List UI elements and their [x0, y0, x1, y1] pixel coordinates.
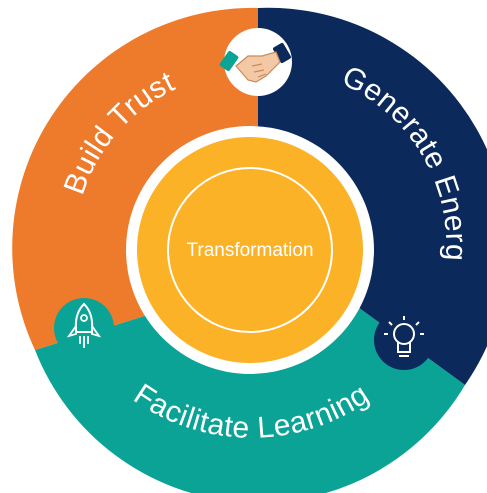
handshake-icon — [219, 28, 292, 96]
center-label: Transformation — [186, 240, 313, 261]
segment-build-trust — [12, 7, 259, 350]
rocket-icon — [54, 298, 114, 358]
segment-generate-energy — [258, 7, 487, 385]
center-disc — [137, 137, 363, 363]
lightbulb-icon — [374, 310, 434, 370]
center-inner-outline — [167, 167, 333, 333]
segment-facilitate-learning — [35, 305, 465, 493]
